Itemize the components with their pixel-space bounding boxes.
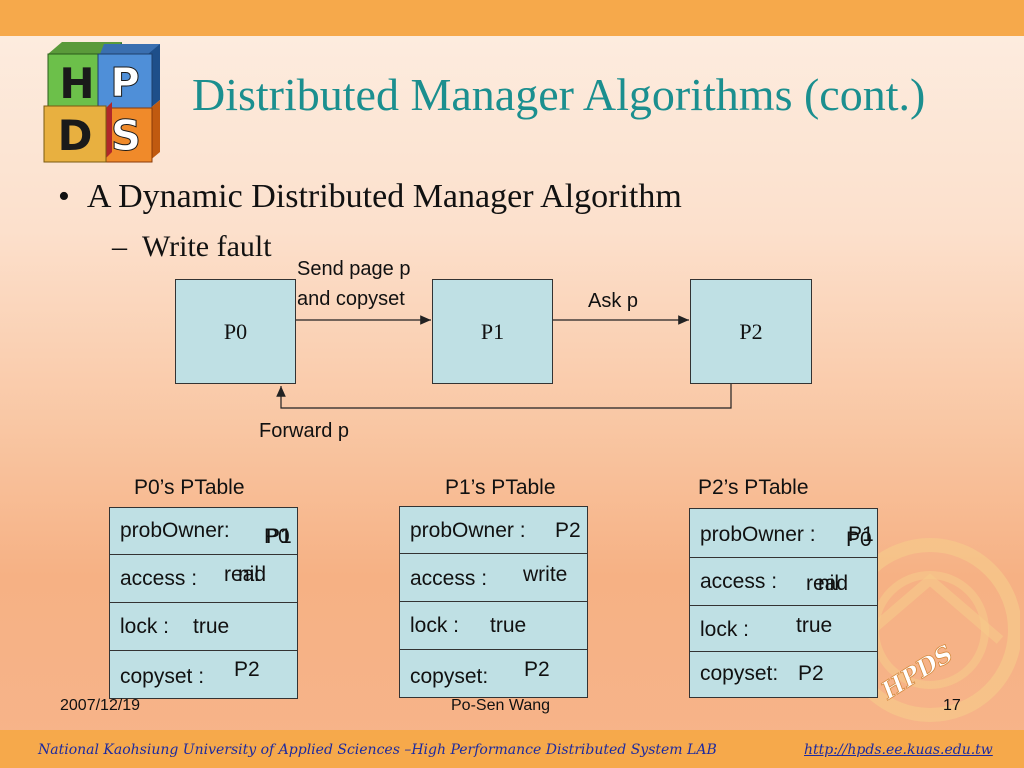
footer-page-number: 17 <box>943 697 961 714</box>
logo-letter-s: S <box>111 111 141 160</box>
table-title-p2: P2’s PTable <box>698 476 809 499</box>
table-row: access : nil read <box>109 555 298 603</box>
footer-institution: National Kaohsiung University of Applied… <box>38 742 717 758</box>
edge-label-ask-p: Ask p <box>588 290 639 312</box>
edge-label-forward-p: Forward p <box>259 420 350 442</box>
bullet-text: A Dynamic Distributed Manager Algorithm <box>86 178 682 215</box>
footer-author: Po-Sen Wang <box>451 697 551 714</box>
edge-label-send-page: Send page p <box>297 258 411 280</box>
arrow-p2-to-p0 <box>276 384 732 409</box>
logo-letter-d: D <box>58 111 93 160</box>
logo-letter-p: P <box>110 60 139 106</box>
row-value: P2 <box>555 519 581 542</box>
row-value: true <box>490 614 527 637</box>
table-row: lock : true <box>399 602 588 650</box>
row-value: write <box>523 563 568 586</box>
row-value-overlay: read <box>224 563 267 586</box>
row-label: probOwner: <box>120 519 230 542</box>
row-value: nil <box>818 572 840 595</box>
row-value: P2 <box>798 662 824 685</box>
process-p1: P1 <box>432 279 553 384</box>
row-label: lock : <box>700 618 750 641</box>
row-value-overlay: read <box>806 572 849 595</box>
table-row: access : write <box>399 554 588 602</box>
row-label: copyset : <box>120 665 205 688</box>
footer-date: 2007/12/19 <box>60 697 141 714</box>
table-row: probOwner : P1 P0 <box>689 508 878 558</box>
bottom-bar <box>0 730 1024 768</box>
row-value: nil <box>238 563 260 586</box>
table-row: probOwner: P1 P0 <box>109 507 298 555</box>
row-label: lock : <box>410 614 460 637</box>
logo-letter-h: H <box>59 59 94 108</box>
table-row: probOwner : P2 <box>399 506 588 554</box>
row-label: copyset: <box>410 665 489 688</box>
watermark-text: HPDS <box>875 639 958 706</box>
row-label: access : <box>700 570 778 593</box>
table-title-p1: P1’s PTable <box>445 476 556 499</box>
row-value: true <box>193 615 230 638</box>
row-label: lock : <box>120 615 170 638</box>
row-label: probOwner : <box>410 519 526 542</box>
row-label: probOwner : <box>700 523 816 546</box>
slide-title: Distributed Manager Algorithms (cont.) <box>192 69 926 120</box>
row-value: P2 <box>234 658 260 681</box>
process-p0: P0 <box>175 279 296 384</box>
ptable-p1: probOwner : P2 access : write lock : tru… <box>399 506 588 698</box>
row-label: access : <box>410 567 488 590</box>
process-p2: P2 <box>690 279 812 384</box>
top-bar <box>0 0 1024 36</box>
table-row: lock : true <box>689 606 878 652</box>
table-row: copyset : P2 <box>109 651 298 699</box>
sub-bullet-text: Write fault <box>142 230 272 263</box>
sub-bullet-item: – Write fault <box>112 230 272 263</box>
table-row: copyset: P2 <box>399 650 588 698</box>
row-value: P2 <box>524 658 550 681</box>
ptable-p0: probOwner: P1 P0 access : nil read lock … <box>109 507 298 699</box>
row-value: true <box>796 614 833 637</box>
row-label: access : <box>120 567 198 590</box>
table-row: lock : true <box>109 603 298 651</box>
bullet-item: • A Dynamic Distributed Manager Algorith… <box>58 178 682 215</box>
ptable-p2: probOwner : P1 P0 access : nil read lock… <box>689 508 878 698</box>
edge-label-and-copyset: and copyset <box>297 288 405 310</box>
row-label: copyset: <box>700 662 779 685</box>
table-row: access : nil read <box>689 558 878 606</box>
hpds-watermark: HPDS <box>838 538 1020 722</box>
row-value-overlay: P0 <box>846 528 872 551</box>
row-value: P1 <box>266 525 292 548</box>
row-value: P1 <box>848 523 874 546</box>
row-value-overlay: P0 <box>264 525 290 548</box>
table-title-p0: P0’s PTable <box>134 476 245 499</box>
footer-url-link[interactable]: http://hpds.ee.kuas.edu.tw <box>804 742 993 758</box>
hpds-logo: H P D S <box>43 42 160 163</box>
table-row: copyset: P2 <box>689 652 878 698</box>
